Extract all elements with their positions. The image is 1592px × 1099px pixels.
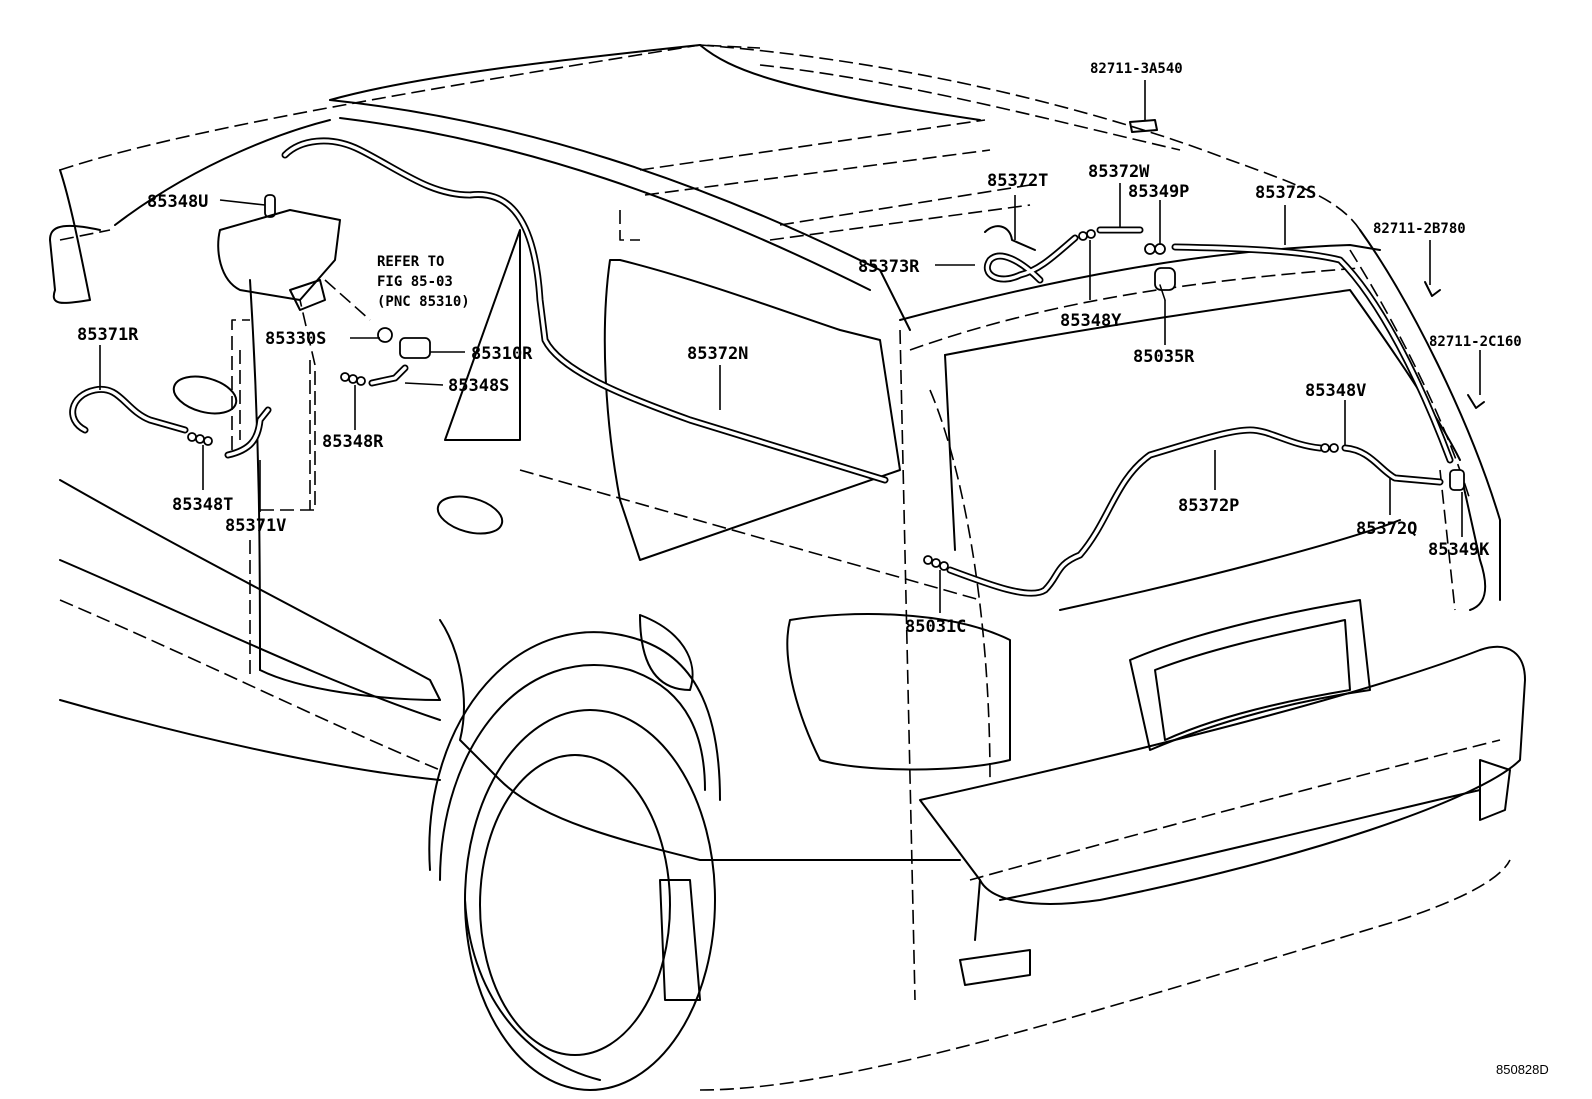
label-85348T: 85348T xyxy=(172,495,233,515)
valve-85310R xyxy=(377,327,431,359)
joint-85348Y xyxy=(1078,229,1096,241)
clip-82711-2B780 xyxy=(1424,281,1441,297)
label-85349P: 85349P xyxy=(1128,182,1189,202)
joint-85031C xyxy=(923,555,949,571)
washer-hoses xyxy=(69,137,1454,597)
label-85371R: 85371R xyxy=(77,325,139,345)
label-85372S: 85372S xyxy=(1255,183,1316,203)
label-85348R: 85348R xyxy=(322,432,384,452)
label-85349K: 85349K xyxy=(1428,540,1490,560)
leader-lines xyxy=(99,80,1481,613)
label-82711-3A540: 82711-3A540 xyxy=(1090,61,1183,77)
joint-85348R xyxy=(340,372,366,386)
joint-85348T xyxy=(187,432,213,446)
label-85031C: 85031C xyxy=(905,617,966,637)
label-85372Q: 85372Q xyxy=(1356,519,1417,539)
label-85035R: 85035R xyxy=(1133,347,1195,367)
label-85310R: 85310R xyxy=(471,344,533,364)
callout-labels: 82711-3A540 82711-2B780 82711-2C160 8534… xyxy=(77,61,1549,1077)
connectors xyxy=(187,119,1485,571)
label-82711-2B780: 82711-2B780 xyxy=(1373,221,1466,237)
label-85372P: 85372P xyxy=(1178,496,1239,516)
label-85348Y: 85348Y xyxy=(1060,311,1122,331)
joint-85348U xyxy=(264,194,276,218)
label-85371V: 85371V xyxy=(225,516,286,536)
note-refer-line2: FIG 85-03 xyxy=(377,274,453,290)
washer-tank xyxy=(217,209,341,311)
note-refer-line3: (PNC 85310) xyxy=(377,294,470,310)
joint-85349P xyxy=(1144,243,1166,255)
label-82711-2C160: 82711-2C160 xyxy=(1429,334,1522,350)
label-85372W: 85372W xyxy=(1088,162,1150,182)
vehicle-body xyxy=(49,44,1526,1091)
note-refer-line1: REFER TO xyxy=(377,254,444,270)
nozzle-85349K xyxy=(1449,469,1465,491)
clip-82711-2C160 xyxy=(1467,394,1485,409)
label-85372N: 85372N xyxy=(687,344,748,364)
label-85373R: 85373R xyxy=(858,257,920,277)
label-85372T: 85372T xyxy=(987,171,1048,191)
clip-82711-3A540 xyxy=(1129,119,1158,133)
label-85330S: 85330S xyxy=(265,329,326,349)
label-85348V: 85348V xyxy=(1305,381,1366,401)
label-85348S: 85348S xyxy=(448,376,509,396)
nozzle-85035R xyxy=(1154,267,1176,301)
figure-code: 850828D xyxy=(1496,1062,1549,1077)
clamp-85372T xyxy=(984,225,1036,251)
label-85348U: 85348U xyxy=(147,192,208,212)
joint-85348V xyxy=(1320,443,1339,453)
